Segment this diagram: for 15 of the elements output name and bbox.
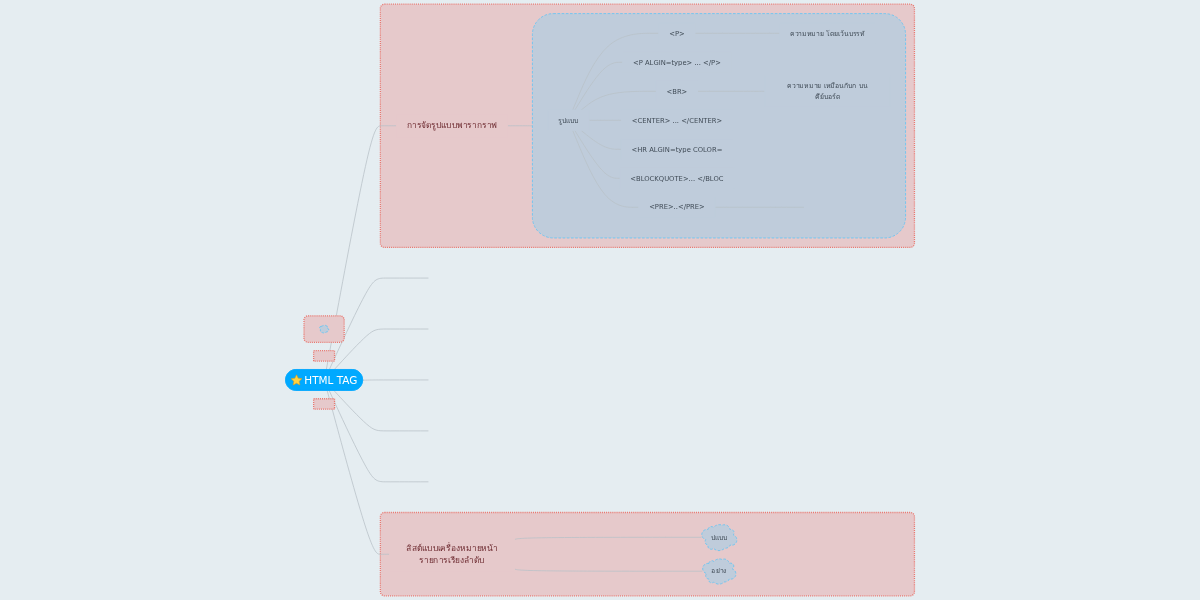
cluster	[303, 315, 345, 343]
connector	[333, 390, 429, 432]
cluster	[379, 511, 916, 597]
connector	[328, 390, 429, 483]
node-box	[312, 398, 336, 410]
connector	[326, 390, 390, 555]
connector	[325, 125, 397, 371]
connector	[328, 277, 429, 371]
node-text: ลิสต์แบบเครื่องหมายหน้ารายการเรียงลำดับ	[406, 542, 498, 566]
node-box	[312, 350, 336, 362]
connector	[333, 328, 429, 371]
cluster	[532, 13, 906, 239]
node-text: การจัดรูปแบบพารากราฟ	[406, 120, 498, 131]
cluster	[379, 3, 916, 249]
node-cloud	[319, 324, 330, 334]
